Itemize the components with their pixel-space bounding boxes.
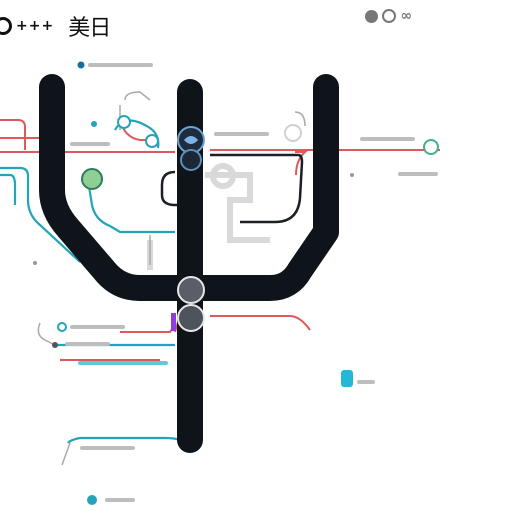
header-title: 美日 (68, 16, 111, 41)
station-node[interactable] (117, 115, 131, 129)
header-right-icons: ∞ (365, 8, 412, 24)
station-node[interactable] (423, 139, 439, 155)
ring-icon (382, 9, 397, 23)
purple-marker (171, 313, 176, 331)
station-nodes (52, 115, 439, 348)
station-node[interactable] (284, 124, 302, 142)
station-node[interactable] (180, 149, 202, 171)
station-node[interactable] (177, 276, 205, 304)
marker-dots (33, 61, 354, 505)
label-bars (65, 63, 438, 502)
station-node[interactable] (145, 134, 159, 148)
station-node[interactable] (52, 342, 58, 348)
logo-ring-icon (0, 17, 12, 35)
glasses-icon: ∞ (400, 8, 412, 24)
station-node[interactable] (81, 168, 103, 190)
teal-lines (0, 119, 181, 444)
station-node[interactable] (57, 322, 67, 332)
background-shapes (147, 163, 270, 270)
teal-label-bars (78, 361, 168, 365)
station-node[interactable] (177, 304, 205, 332)
dark-line (160, 153, 304, 224)
header-left: +++ 美日 (0, 10, 111, 42)
status-dot-icon (365, 9, 379, 23)
header-symbol: +++ (16, 18, 55, 34)
